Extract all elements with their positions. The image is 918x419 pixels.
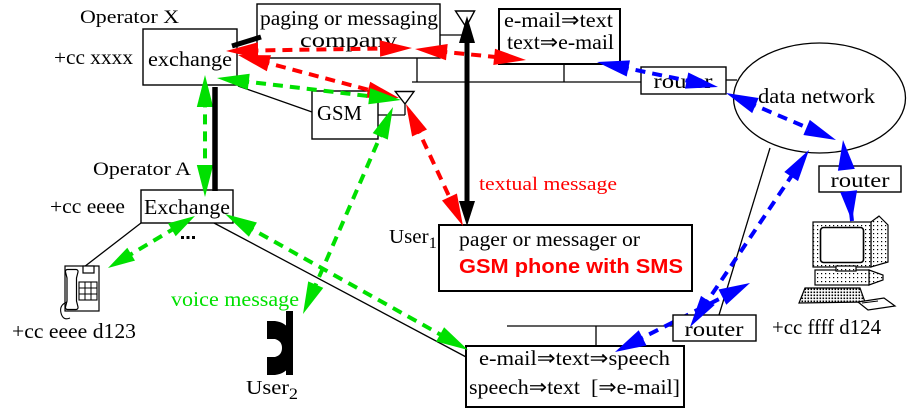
svg-text:paging or messaging: paging or messaging bbox=[260, 6, 439, 30]
svg-text:textual message: textual message bbox=[479, 174, 617, 195]
svg-text:GSM phone with SMS: GSM phone with SMS bbox=[459, 256, 683, 278]
svg-text:exchange: exchange bbox=[148, 47, 232, 71]
svg-text:text⇒e-mail: text⇒e-mail bbox=[507, 30, 614, 54]
svg-text:+cc ffff d124: +cc ffff d124 bbox=[772, 315, 881, 339]
svg-text:e-mail⇒text⇒speech: e-mail⇒text⇒speech bbox=[479, 346, 671, 370]
svg-text:Exchange: Exchange bbox=[144, 195, 230, 219]
svg-text:GSM: GSM bbox=[317, 101, 362, 125]
svg-text:router: router bbox=[831, 168, 890, 192]
svg-text:Operator X: Operator X bbox=[80, 7, 179, 28]
svg-text:Operator A: Operator A bbox=[93, 159, 191, 180]
svg-text:speech⇒text [⇒e-mail]: speech⇒text [⇒e-mail] bbox=[469, 375, 680, 399]
svg-text:+cc eeee: +cc eeee bbox=[50, 196, 125, 218]
svg-text:voice message: voice message bbox=[171, 287, 299, 311]
svg-text:+cc xxxx: +cc xxxx bbox=[54, 47, 133, 69]
svg-text:data network: data network bbox=[758, 84, 876, 108]
svg-text:pager or messager or: pager or messager or bbox=[459, 227, 640, 251]
svg-text:+cc eeee d123: +cc eeee d123 bbox=[12, 319, 136, 343]
svg-text:e-mail⇒text: e-mail⇒text bbox=[504, 8, 613, 32]
